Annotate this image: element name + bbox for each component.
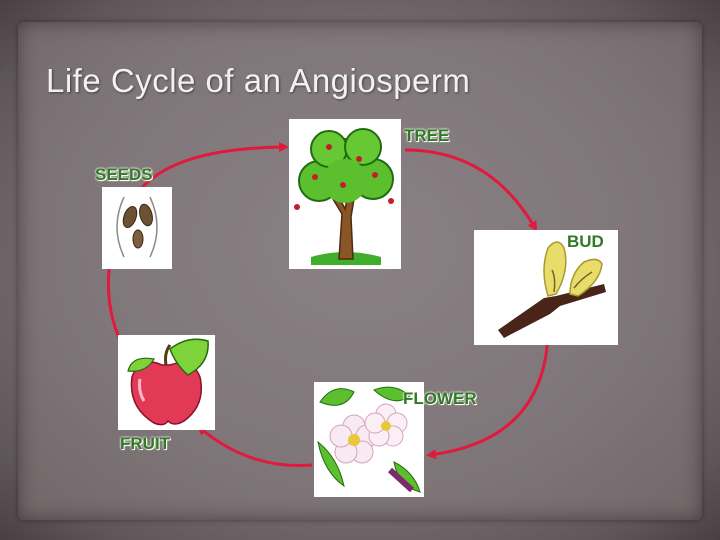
stage-label-tree: TREE — [404, 126, 450, 145]
seeds-image — [102, 187, 172, 269]
tree-image — [289, 119, 401, 269]
stage-label-fruit: FRUIT — [120, 434, 171, 453]
flower-icon — [314, 382, 424, 497]
stage-label-seeds: SEEDS — [95, 165, 153, 184]
stage-label-bud: BUD — [567, 232, 604, 251]
apple-icon — [118, 335, 215, 430]
slide-title: Life Cycle of an Angiosperm — [46, 62, 471, 99]
fruit-image — [118, 335, 215, 430]
arrow-seeds-to-tree — [138, 142, 289, 191]
seeds-icon — [102, 187, 172, 269]
arrow-flower-to-fruit — [196, 425, 313, 468]
arrow-bud-to-flower — [426, 331, 550, 460]
bud-icon — [474, 230, 618, 345]
bud-image — [474, 230, 618, 345]
stage-label-flower: FLOWER — [403, 389, 477, 408]
tree-icon — [289, 119, 401, 269]
arrow-tree-to-bud — [404, 148, 538, 232]
flower-image — [314, 382, 424, 497]
